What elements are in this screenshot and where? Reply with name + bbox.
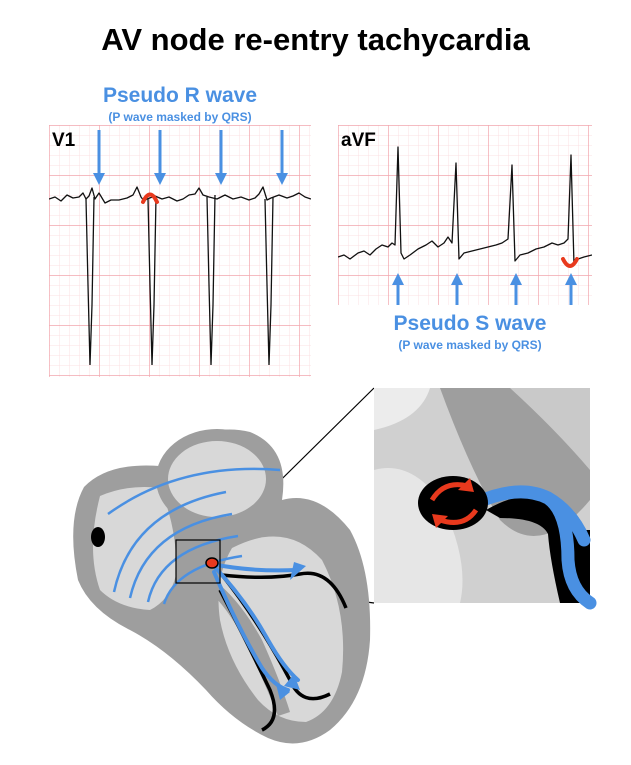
- ecg-trace: [49, 186, 311, 204]
- ecg-trace: [338, 146, 592, 266]
- path-arrowhead-2: [284, 674, 300, 690]
- qrs-complex-2: [147, 196, 157, 366]
- pseudo-r-wave-marker: [141, 192, 159, 204]
- ecg-grid: [338, 125, 592, 305]
- ecg-strip-v1: [49, 125, 311, 377]
- qrs-complex-1: [85, 196, 95, 366]
- path-arrowhead-3: [276, 684, 290, 700]
- reentry-circuit-arrow-bottom: [439, 508, 479, 525]
- zoom-box: [175, 539, 221, 584]
- v1-arrows: [93, 130, 288, 185]
- right-atrium: [93, 487, 177, 610]
- pseudo-s-wave-marker: [561, 257, 579, 268]
- path-arrowhead-1: [290, 562, 306, 580]
- heart-diagram: [73, 387, 597, 744]
- qrs-complex-4: [264, 196, 274, 366]
- sinus-node: [91, 527, 105, 547]
- lead-label-avf: aVF: [341, 130, 376, 151]
- ecg-strip-avf: [338, 125, 592, 305]
- pseudo-r-wave-subtitle: (P wave masked by QRS): [108, 110, 252, 124]
- lead-label-v1: V1: [52, 130, 76, 151]
- page-title: AV node re-entry tachycardia: [101, 22, 530, 57]
- aorta-opening: [156, 429, 278, 529]
- av-node-small: [205, 557, 219, 569]
- zoom-inset: [374, 388, 597, 610]
- qrs-complex-3: [206, 194, 216, 366]
- pseudo-s-wave-title: Pseudo S wave: [393, 312, 547, 335]
- pseudo-s-wave-subtitle: (P wave masked by QRS): [398, 338, 542, 352]
- avf-arrows: [392, 273, 577, 305]
- pseudo-r-wave-title: Pseudo R wave: [102, 84, 258, 107]
- zoom-conduction-path: [471, 485, 597, 610]
- left-ventricle: [218, 536, 344, 722]
